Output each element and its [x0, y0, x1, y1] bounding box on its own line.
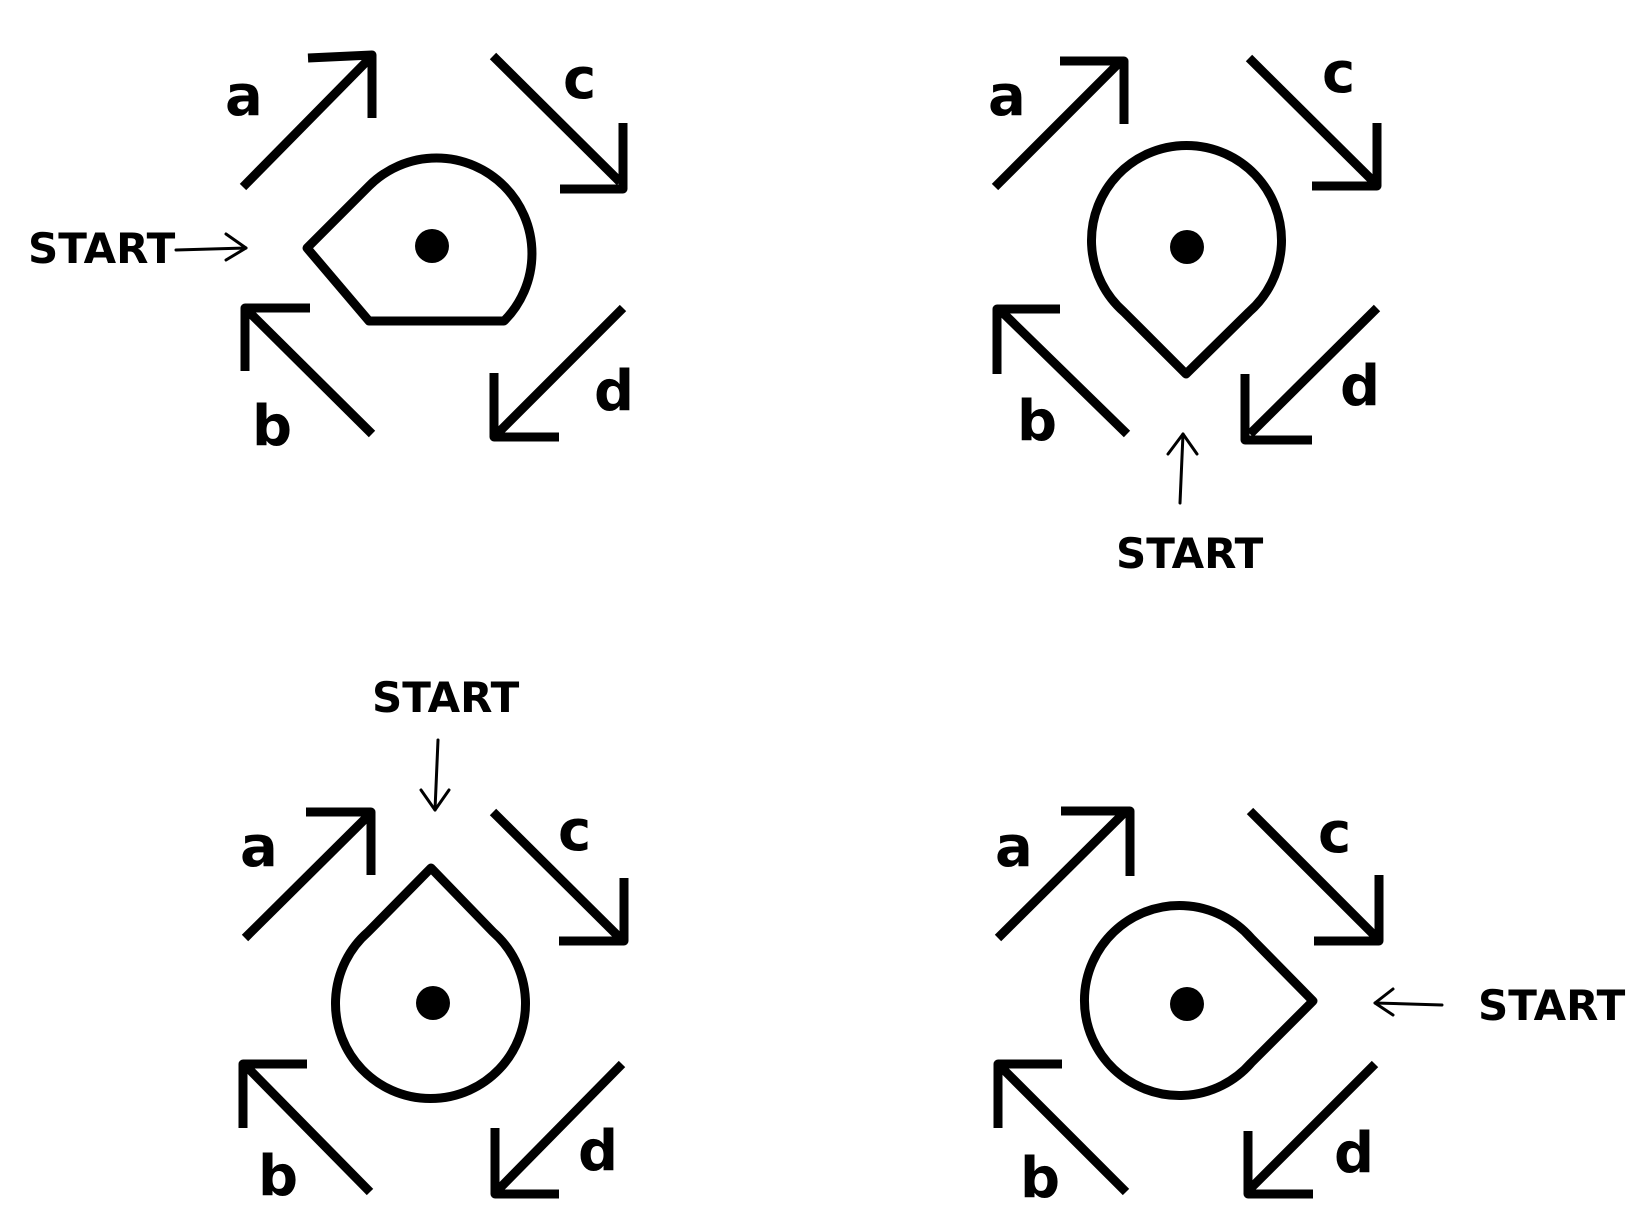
- arrow-d-label: d: [578, 1119, 618, 1184]
- teardrop-shape: [1080, 901, 1318, 1100]
- arrow-d-icon: [1243, 1060, 1379, 1199]
- start-pointer-icon: [1373, 987, 1444, 1017]
- arrow-b-icon: [993, 1059, 1130, 1196]
- arrow-c-icon: [1245, 54, 1382, 191]
- arrow-a-icon: [991, 56, 1129, 191]
- start-pointer-icon: [419, 738, 451, 812]
- start-label: START: [1116, 529, 1264, 578]
- arrow-b-label: b: [1020, 1146, 1060, 1211]
- start-label: START: [372, 673, 520, 722]
- arrow-b-icon: [238, 1059, 374, 1196]
- arrow-d-label: d: [1334, 1121, 1374, 1186]
- center-dot: [1170, 230, 1204, 264]
- arrow-b-label: b: [252, 394, 292, 459]
- arrow-c-icon: [1246, 807, 1384, 946]
- arrow-c-label: c: [1318, 801, 1351, 866]
- panel-bottom-left: a b c d START: [238, 673, 629, 1209]
- arrow-d-icon: [489, 304, 627, 442]
- arrow-a-icon: [239, 50, 377, 191]
- start-pointer-icon: [1166, 432, 1199, 505]
- arrow-a-label: a: [225, 64, 263, 129]
- panel-top-right: a b c d START: [988, 41, 1382, 578]
- teardrop-shape: [302, 153, 537, 326]
- teardrop-shape: [1087, 141, 1286, 379]
- arrow-c-icon: [489, 808, 629, 946]
- center-dot: [415, 229, 449, 263]
- arrow-c-label: c: [563, 47, 596, 112]
- center-dot: [1170, 987, 1204, 1021]
- arrow-d-label: d: [1340, 354, 1380, 419]
- start-pointer-icon: [174, 232, 248, 262]
- start-label: START: [1478, 981, 1626, 1030]
- arrow-a-icon: [241, 807, 376, 942]
- arrow-a-label: a: [988, 64, 1026, 129]
- arrow-a-label: a: [995, 815, 1033, 880]
- panel-top-left: a b c d START: [28, 47, 634, 459]
- arrow-b-label: b: [258, 1144, 298, 1209]
- teardrop-shape: [331, 863, 530, 1103]
- arrow-b-icon: [240, 303, 376, 438]
- arrow-c-label: c: [1322, 41, 1355, 106]
- panel-bottom-right: a b c d START: [993, 801, 1626, 1211]
- arrow-d-icon: [1240, 304, 1381, 445]
- arrow-c-icon: [489, 52, 628, 194]
- start-label: START: [28, 224, 176, 273]
- arrow-a-label: a: [240, 815, 278, 880]
- arrow-a-icon: [994, 806, 1135, 942]
- arrow-c-label: c: [558, 799, 591, 864]
- arrow-d-label: d: [594, 359, 634, 424]
- arrow-b-icon: [992, 304, 1131, 438]
- arrow-d-icon: [490, 1060, 626, 1199]
- center-dot: [416, 986, 450, 1020]
- arrow-b-label: b: [1017, 389, 1057, 454]
